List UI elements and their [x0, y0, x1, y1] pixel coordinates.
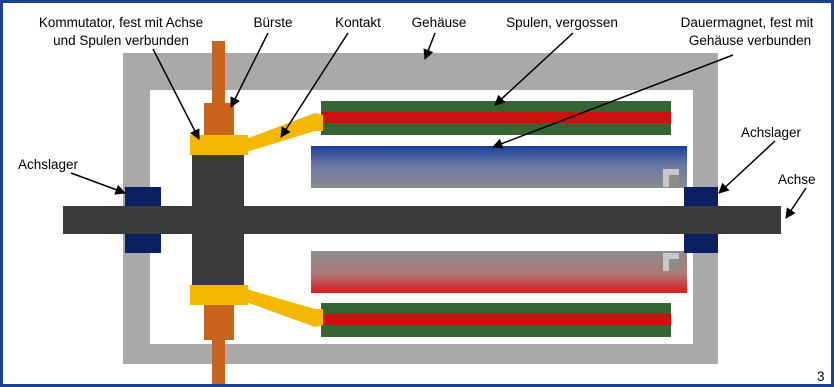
label-buerste: Bürste — [253, 15, 292, 30]
permanent-magnet-bottom — [311, 251, 687, 293]
commutator — [192, 155, 244, 285]
contact-bottom — [190, 285, 323, 327]
label-spulen: Spulen, vergossen — [506, 15, 618, 30]
leader-lines — [70, 32, 807, 219]
label-achse: Achse — [778, 172, 816, 187]
label-gehaeuse: Gehäuse — [412, 15, 467, 30]
brush-top — [204, 41, 234, 137]
label-achslager-left: Achslager — [18, 157, 79, 172]
corner-mark: 3 — [817, 369, 825, 384]
bearing-right — [684, 187, 718, 253]
permanent-magnet-top — [311, 146, 687, 188]
coil-bottom — [321, 303, 671, 337]
label-kontakt: Kontakt — [335, 15, 381, 30]
label-magnet-line1: Dauermagnet, fest mit — [681, 15, 814, 30]
brush-bottom — [204, 304, 234, 384]
label-achslager-right: Achslager — [741, 125, 802, 140]
label-kommutator-line1: Kommutator, fest mit Achse — [39, 15, 203, 30]
label-magnet-line2: Gehäuse verbunden — [689, 33, 811, 48]
bearing-left — [125, 187, 161, 253]
label-kommutator-line2: und Spulen verbunden — [53, 33, 189, 48]
axle — [63, 206, 781, 234]
coil-top — [321, 101, 671, 135]
motor-cross-section: Kommutator, fest mit Achse und Spulen ve… — [18, 15, 825, 384]
